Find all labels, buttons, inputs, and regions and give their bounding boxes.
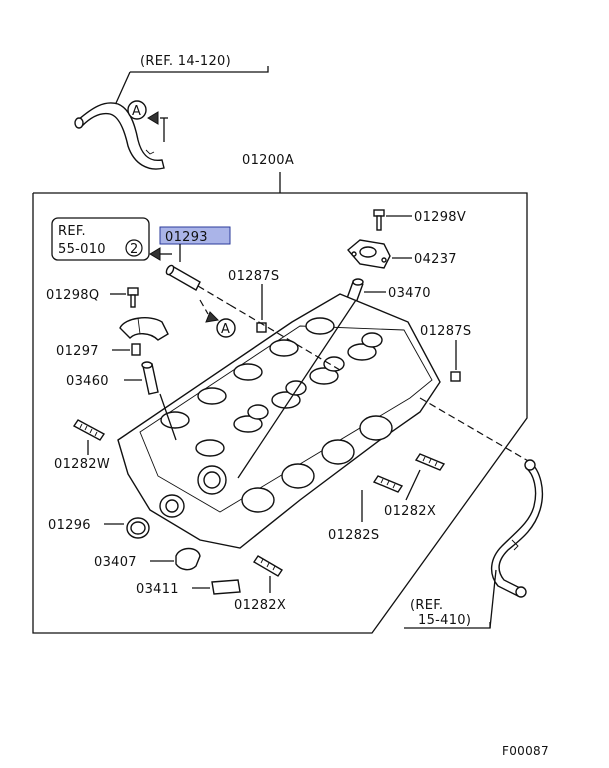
label-01282S[interactable]: 01282S — [328, 528, 379, 543]
part-01282S-stud — [372, 475, 404, 493]
ref-hose-top: (REF. 14-120) A — [74, 54, 269, 170]
label-01298Q[interactable]: 01298Q — [46, 288, 99, 303]
label-01287S-top[interactable]: 01287S — [228, 269, 279, 284]
label-03407[interactable]: 03407 — [94, 555, 137, 570]
cylinder-head — [117, 293, 441, 549]
part-cap-bracket — [119, 317, 169, 341]
ref-box-line1[interactable]: REF. — [58, 224, 86, 239]
label-03470[interactable]: 03470 — [388, 286, 431, 301]
label-01298V[interactable]: 01298V — [414, 210, 466, 225]
label-01282X-mid[interactable]: 01282X — [384, 504, 436, 519]
diagram-id: F00087 — [502, 744, 549, 758]
label-01287S-right[interactable]: 01287S — [420, 324, 471, 339]
marker-a-mid: A — [221, 322, 230, 337]
part-01282X-bot-stud — [253, 555, 283, 577]
assembly-label[interactable]: 01200A — [242, 153, 294, 168]
assembly-boundary — [32, 192, 528, 634]
label-03460[interactable]: 03460 — [66, 374, 109, 389]
part-01282W-stud — [72, 419, 106, 441]
ref-box: REF. 55-010 2 — [51, 217, 150, 261]
ref-label-bottom-1[interactable]: (REF. — [410, 598, 443, 613]
ref-label-top[interactable]: (REF. 14-120) — [140, 54, 231, 69]
ref-pipe-bottom: (REF. 15-410) — [404, 397, 544, 629]
ref-box-circle: 2 — [130, 242, 139, 257]
part-04237-bracket — [347, 239, 391, 269]
part-03460-tube — [141, 361, 159, 395]
ref-label-bottom-2[interactable]: 15-410) — [418, 613, 471, 628]
part-01282X-mid-stud — [414, 453, 446, 471]
label-03411[interactable]: 03411 — [136, 582, 179, 597]
label-01282W[interactable]: 01282W — [54, 457, 110, 472]
part-01298V-bolt — [373, 209, 385, 231]
part-03411-plug — [211, 579, 241, 595]
part-01298Q-bolt — [127, 287, 139, 308]
part-01287S-top-plug — [256, 322, 267, 333]
part-01287S-right-plug — [450, 371, 461, 382]
label-04237[interactable]: 04237 — [414, 252, 457, 267]
highlight-01293 — [159, 226, 231, 245]
label-01296[interactable]: 01296 — [48, 518, 91, 533]
part-01296-seal — [126, 517, 150, 539]
ref-box-line2[interactable]: 55-010 — [58, 242, 106, 257]
part-01293-pipe — [165, 264, 231, 306]
marker-a-top: A — [132, 104, 141, 119]
label-01282X-bot[interactable]: 01282X — [234, 598, 286, 613]
label-01293[interactable]: 01293 — [165, 230, 208, 245]
part-03407-plug — [175, 547, 201, 571]
part-01297-pin — [131, 343, 141, 356]
label-01297[interactable]: 01297 — [56, 344, 99, 359]
